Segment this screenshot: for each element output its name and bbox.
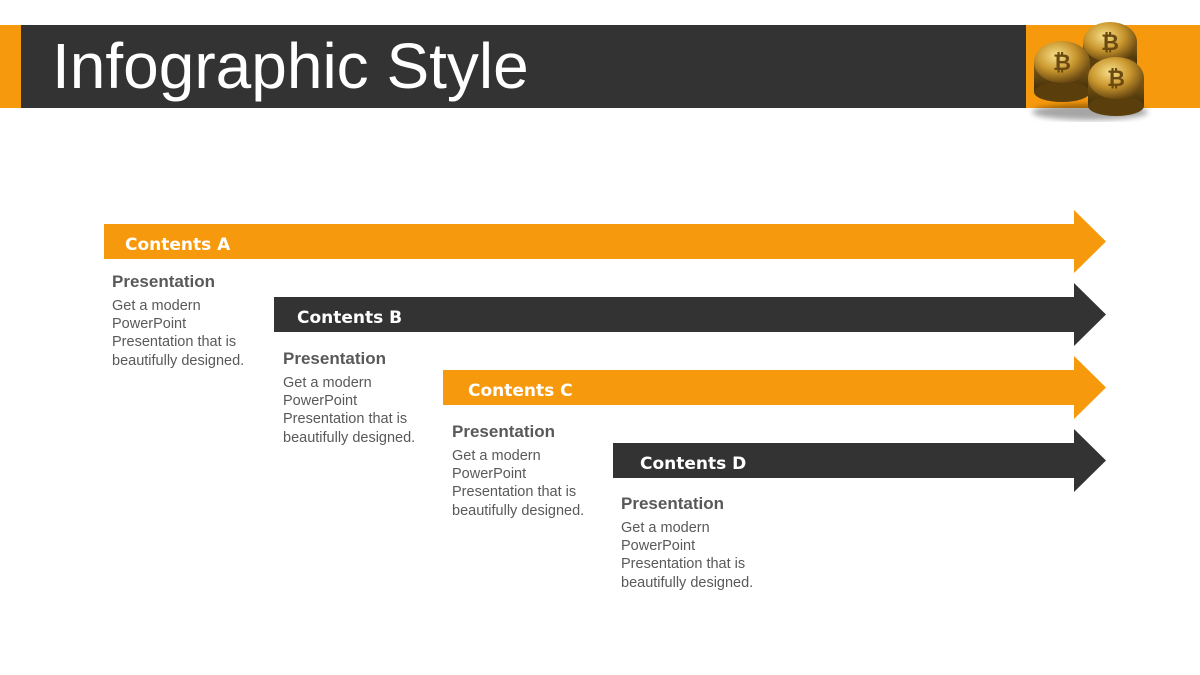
presentation-a-text: Get a modern PowerPoint Presentation tha… [112,298,245,369]
arrow-contents-c [443,356,1106,419]
contents-d-label: Contents D [640,454,747,474]
presentation-a-heading: Presentation [112,272,215,291]
arrow-contents-b [274,283,1106,346]
arrow-contents-a [104,210,1106,273]
svg-text:₿: ₿ [1101,31,1119,56]
presentation-d-heading: Presentation [621,494,724,513]
contents-c-label: Contents C [468,381,573,401]
presentation-c-text: Get a modern PowerPoint Presentation tha… [452,448,585,519]
page-title: Infographic Style [52,30,529,102]
svg-text:₿: ₿ [1053,51,1071,76]
presentation-b-text: Get a modern PowerPoint Presentation tha… [283,375,416,446]
presentation-d-text: Get a modern PowerPoint Presentation tha… [621,520,754,591]
presentation-b-heading: Presentation [283,349,386,368]
svg-text:₿: ₿ [1107,67,1125,92]
presentation-c-heading: Presentation [452,422,555,441]
bitcoin-coins-icon: ₿ ₿ ₿ [1032,22,1148,120]
contents-a-label: Contents A [125,235,231,255]
contents-b-label: Contents B [297,308,403,328]
header-accent-left [0,25,21,108]
arrow-contents-d [613,429,1106,492]
header-band [21,25,1026,108]
